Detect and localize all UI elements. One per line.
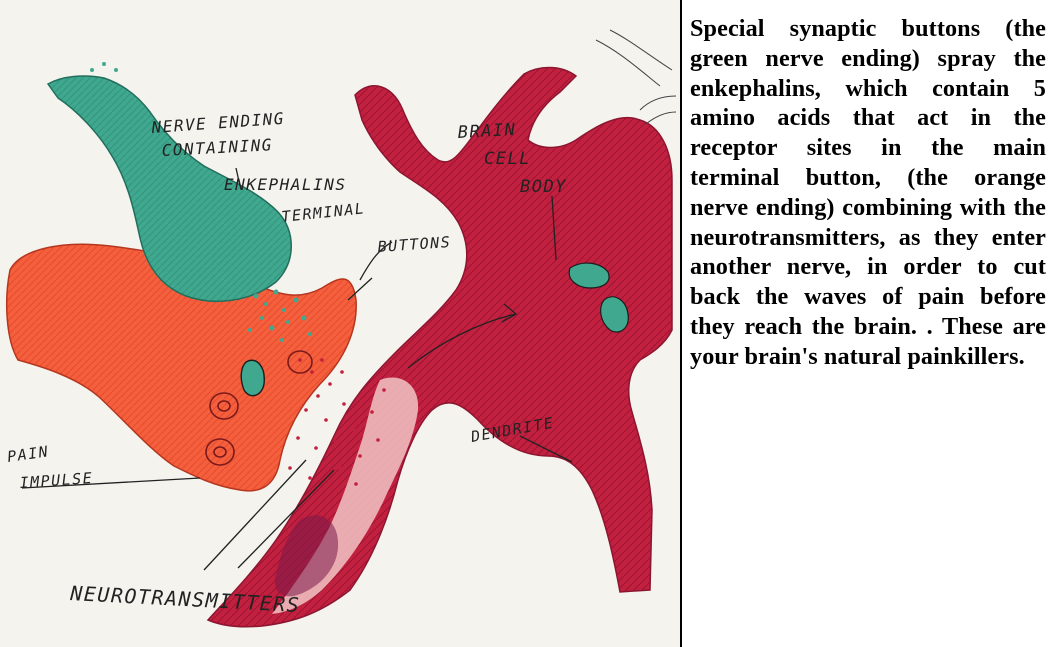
nerve-fibers (596, 30, 676, 124)
caption-cell: Special synaptic buttons (the green nerv… (690, 14, 1046, 634)
synapse-drawing: NERVE ENDING CONTAINING ENKEPHALINS BRAI… (0, 0, 680, 647)
label-brain-line3: BODY (520, 177, 567, 197)
label-terminal-line2: BUTTONS (377, 233, 452, 256)
label-pain-line2: IMPULSE (19, 469, 94, 492)
label-pain-line1: PAIN (6, 442, 50, 466)
synapse-illustration: NERVE ENDING CONTAINING ENKEPHALINS BRAI… (0, 0, 680, 647)
label-brain-line1: BRAIN (457, 120, 517, 143)
label-brain-line2: CELL (484, 149, 531, 169)
label-nerve-ending-line3: ENKEPHALINS (224, 175, 346, 194)
caption-text: Special synaptic buttons (the green nerv… (690, 14, 1046, 372)
column-divider (680, 0, 682, 647)
label-nerve-ending-line2: CONTAINING (161, 135, 273, 160)
label-nerve-ending-line1: NERVE ENDING (150, 109, 286, 137)
green-receptor (241, 360, 264, 395)
label-terminal-line1: TERMINAL (281, 199, 367, 226)
